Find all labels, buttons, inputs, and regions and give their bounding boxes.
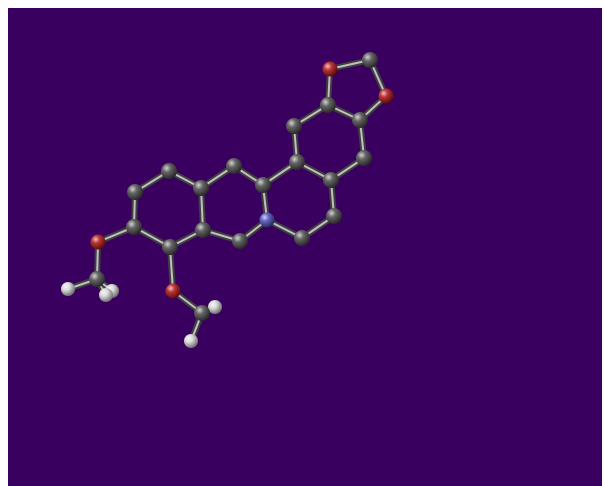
oxygen-atom — [90, 234, 106, 250]
carbon-atom — [127, 184, 143, 200]
carbon-atom — [194, 305, 210, 321]
hydrogen-atom — [208, 300, 222, 314]
carbon-atom — [255, 177, 271, 193]
carbon-atom — [320, 97, 336, 113]
carbon-atom — [323, 172, 339, 188]
nitrogen-atom — [259, 212, 275, 228]
carbon-atom — [326, 208, 342, 224]
oxygen-atom — [322, 61, 338, 77]
carbon-atom — [356, 150, 372, 166]
hydrogen-atom — [61, 282, 75, 296]
oxygen-atom — [378, 88, 394, 104]
carbon-atom — [126, 219, 142, 235]
carbon-atom — [193, 180, 209, 196]
carbon-atom — [226, 158, 242, 174]
molecule-scene[interactable] — [8, 8, 602, 486]
molecule-viewer[interactable] — [8, 8, 602, 486]
carbon-atom — [286, 118, 302, 134]
hydrogen-atom — [99, 288, 113, 302]
carbon-atom — [195, 222, 211, 238]
oxygen-atom — [165, 283, 181, 299]
hydrogen-atom — [184, 334, 198, 348]
carbon-atom — [352, 112, 368, 128]
carbon-atom — [89, 271, 105, 287]
atom-layer — [61, 52, 394, 348]
viewer-background — [8, 8, 602, 486]
carbon-atom — [161, 163, 177, 179]
carbon-atom — [162, 239, 178, 255]
carbon-atom — [362, 52, 378, 68]
carbon-atom — [294, 230, 310, 246]
carbon-atom — [232, 233, 248, 249]
carbon-atom — [289, 154, 305, 170]
